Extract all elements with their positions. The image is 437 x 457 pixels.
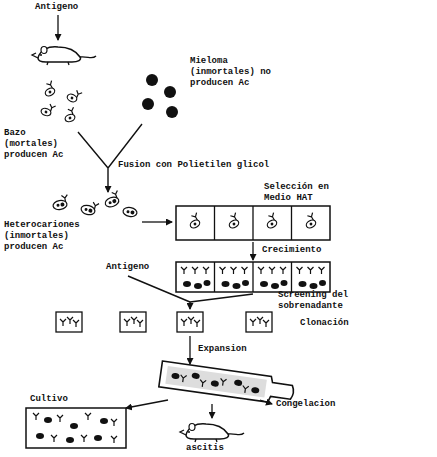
culture-label: Cultivo (30, 394, 68, 405)
spleen-label: Bazo (mortales) producen Ac (4, 128, 68, 161)
antigen-label: Antigeno (106, 262, 149, 273)
ascites-label: ascitis (186, 443, 224, 454)
freezing-label: Congelacion (276, 399, 335, 410)
expansion-label: Expansion (198, 344, 247, 355)
growth-label: Crecimiento (262, 245, 321, 256)
myeloma-label: Mieloma (inmortales) no producen Ac (190, 56, 272, 89)
fusion-label: Fusion con Polietilen glicol (118, 160, 269, 171)
antigen-label: Antigeno (35, 2, 78, 13)
heterokaryon-label: Heterocariones (inmortales) producen Ac (4, 220, 86, 253)
selection-label: Selección en Medio HAT (264, 182, 332, 204)
screening-label: Screening del sobrenadante (278, 290, 356, 312)
cloning-label: Clonación (300, 318, 349, 329)
